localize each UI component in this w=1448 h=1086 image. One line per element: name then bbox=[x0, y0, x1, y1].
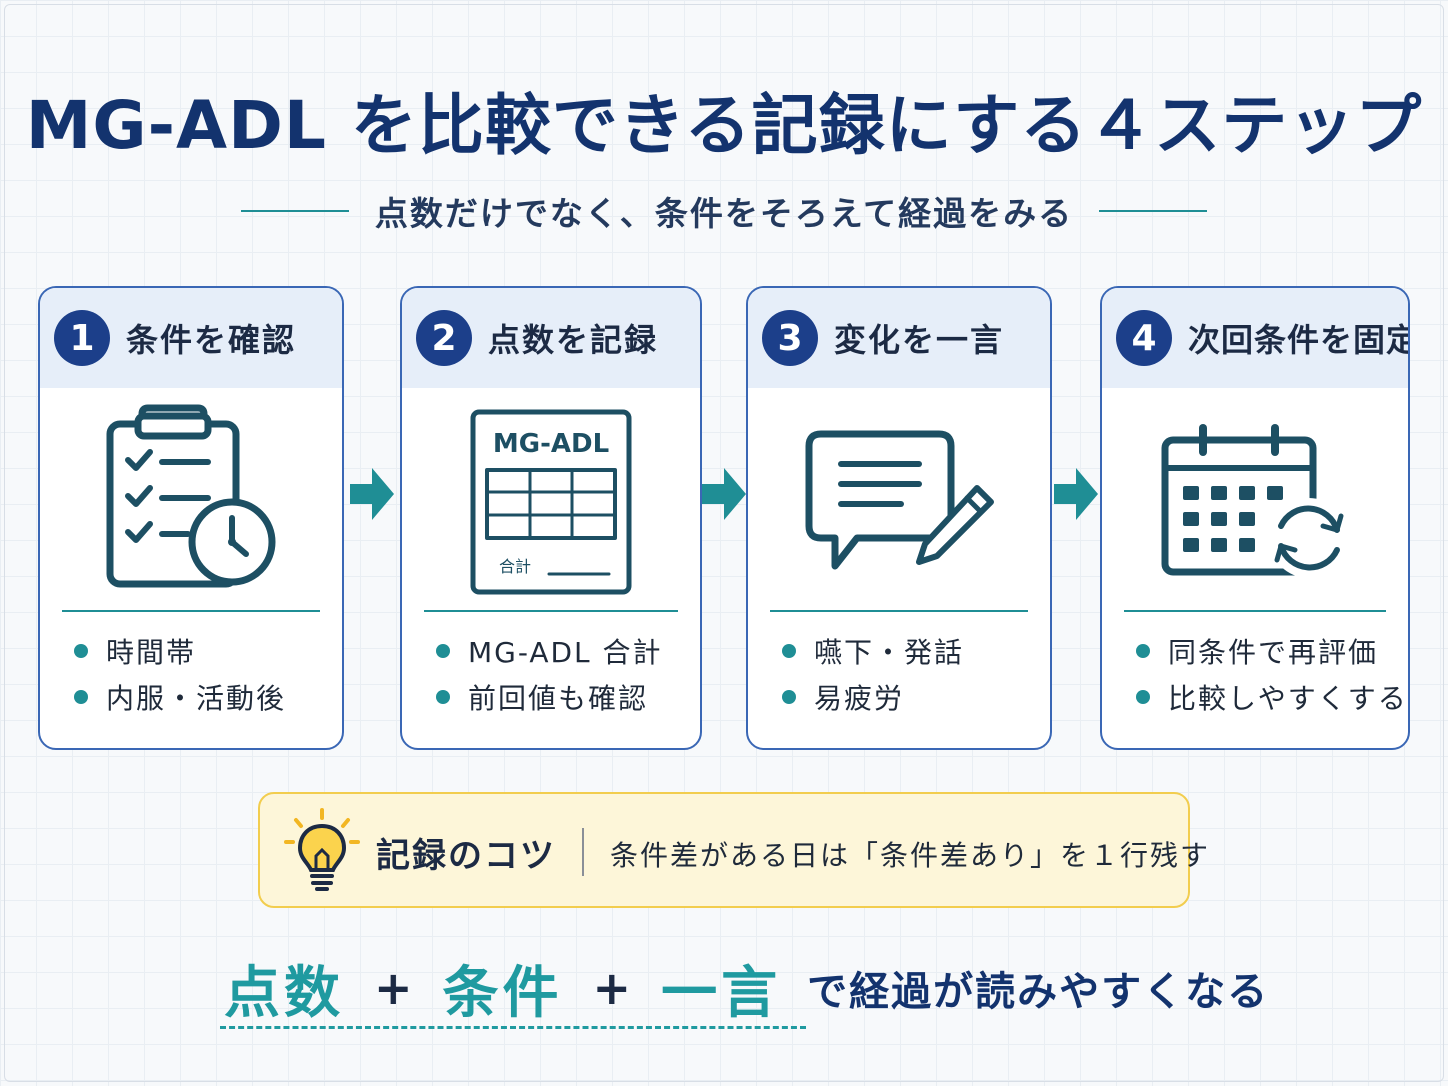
step-title: 点数を記録 bbox=[488, 321, 659, 359]
bullet-dot-icon bbox=[1136, 690, 1150, 704]
formula-plus: + bbox=[592, 961, 632, 1015]
step-number-badge: 4 bbox=[1116, 310, 1172, 366]
list-item: 時間帯 bbox=[74, 628, 286, 674]
score-sheet-title: MG-ADL bbox=[493, 429, 609, 459]
formula-plus: + bbox=[374, 961, 413, 1015]
speech-bubble-pencil-icon bbox=[801, 426, 997, 580]
arrow-right-icon bbox=[1052, 466, 1100, 526]
formula-suffix: で経過が読みやすくなる bbox=[807, 969, 1270, 1015]
bullet-dot-icon bbox=[782, 644, 796, 658]
step-card-header: 1 条件を確認 bbox=[40, 288, 342, 388]
step-card-header: 4 次回条件を固定 bbox=[1102, 288, 1408, 388]
card-divider bbox=[424, 610, 678, 612]
step-bullet-list: MG-ADL 合計 前回値も確認 bbox=[436, 628, 663, 720]
subtitle-row: 点数だけでなく、条件をそろえて経過をみる bbox=[0, 186, 1448, 236]
step-number-badge: 3 bbox=[762, 310, 818, 366]
score-sheet-total-label: 合計 bbox=[499, 557, 531, 576]
calendar-refresh-icon bbox=[1157, 422, 1353, 586]
card-divider bbox=[62, 610, 320, 612]
formula-underline bbox=[220, 1026, 806, 1029]
summary-formula: 点数 + 条件 + 一言 で経過が読みやすくなる bbox=[224, 950, 1269, 1026]
step-card-3: 3 変化を一言 嚥下・発話 易疲労 bbox=[746, 286, 1052, 750]
bullet-dot-icon bbox=[74, 644, 88, 658]
score-sheet-icon: MG-ADL 合計 bbox=[469, 408, 633, 602]
step-number-badge: 1 bbox=[54, 310, 110, 366]
step-card-1: 1 条件を確認 時間帯 内服・活動後 bbox=[38, 286, 344, 750]
step-number-badge: 2 bbox=[416, 310, 472, 366]
arrow-right-icon bbox=[700, 466, 748, 526]
step-card-4: 4 次回条件を固定 bbox=[1100, 286, 1410, 750]
formula-term-condition: 条件 bbox=[442, 960, 563, 1026]
list-item: 嚥下・発話 bbox=[782, 628, 964, 674]
bullet-dot-icon bbox=[436, 690, 450, 704]
step-bullet-list: 時間帯 内服・活動後 bbox=[74, 628, 286, 720]
lightbulb-icon bbox=[282, 808, 362, 896]
page-title: MG-ADL を比較できる記録にする４ステップ bbox=[25, 87, 1423, 164]
list-item: 同条件で再評価 bbox=[1136, 628, 1408, 674]
list-item: 前回値も確認 bbox=[436, 674, 663, 720]
bullet-dot-icon bbox=[436, 644, 450, 658]
arrow-right-icon bbox=[348, 466, 396, 526]
formula-term-score: 点数 bbox=[224, 960, 344, 1026]
step-bullet-list: 嚥下・発話 易疲労 bbox=[782, 628, 964, 720]
clipboard-clock-icon bbox=[96, 400, 286, 596]
subtitle-line-left bbox=[240, 210, 349, 212]
bullet-dot-icon bbox=[782, 690, 796, 704]
tip-label: 記録のコツ bbox=[376, 836, 556, 876]
step-card-header: 3 変化を一言 bbox=[748, 288, 1050, 388]
step-card-2: 2 点数を記録 MG-ADL 合計 MG-ADL 合計 前回値も確認 bbox=[400, 286, 702, 750]
bullet-dot-icon bbox=[1136, 644, 1150, 658]
step-bullet-list: 同条件で再評価 比較しやすくする bbox=[1136, 628, 1408, 720]
page-frame bbox=[4, 4, 1444, 1082]
bullet-dot-icon bbox=[74, 690, 88, 704]
list-item: MG-ADL 合計 bbox=[436, 628, 663, 674]
card-divider bbox=[1124, 610, 1386, 612]
step-title: 次回条件を固定 bbox=[1188, 321, 1410, 359]
tip-text: 条件差がある日は「条件差あり」を１行残す bbox=[610, 839, 1211, 872]
tip-separator bbox=[582, 828, 584, 876]
step-card-header: 2 点数を記録 bbox=[402, 288, 700, 388]
list-item: 内服・活動後 bbox=[74, 674, 286, 720]
subtitle: 点数だけでなく、条件をそろえて経過をみる bbox=[374, 194, 1074, 233]
list-item: 比較しやすくする bbox=[1136, 674, 1408, 720]
step-title: 条件を確認 bbox=[126, 321, 297, 359]
step-title: 変化を一言 bbox=[834, 321, 1005, 359]
list-item: 易疲労 bbox=[782, 674, 964, 720]
tip-box: 記録のコツ 条件差がある日は「条件差あり」を１行残す bbox=[258, 792, 1208, 908]
subtitle-line-right bbox=[1099, 210, 1208, 212]
formula-term-comment: 一言 bbox=[661, 960, 782, 1026]
card-divider bbox=[770, 610, 1028, 612]
